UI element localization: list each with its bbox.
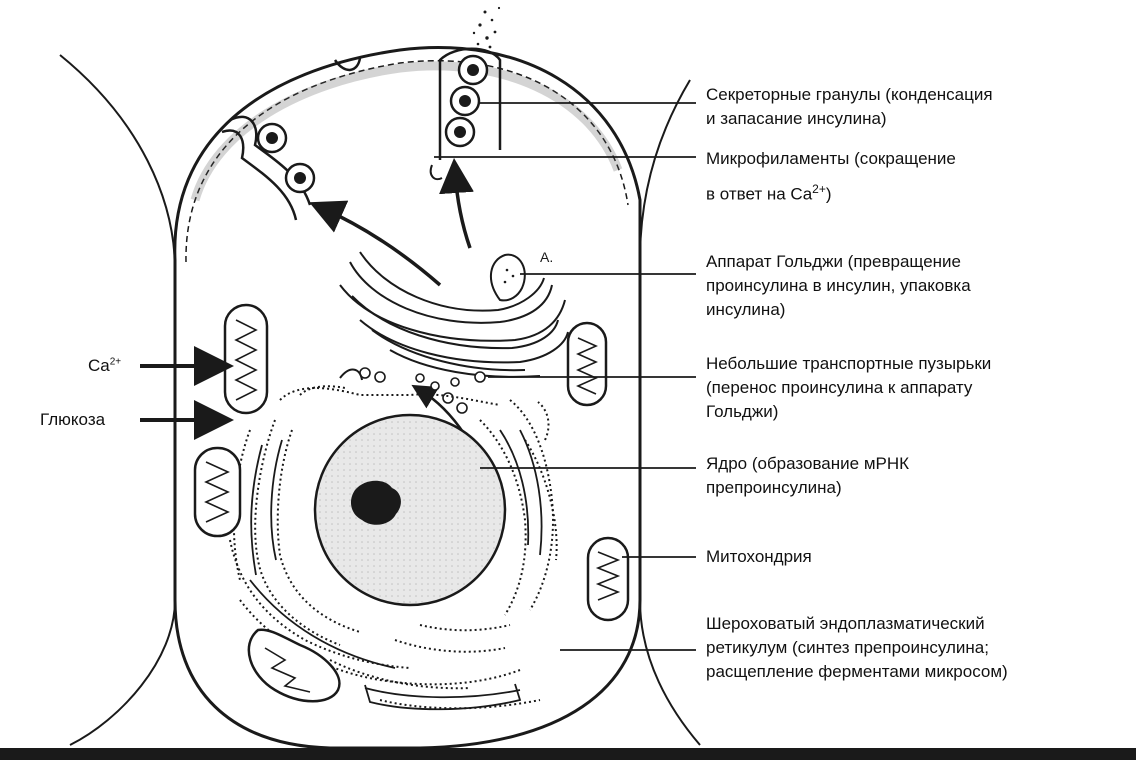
- golgi-label: Аппарат Гольджи (превращение проинсулина…: [706, 252, 971, 319]
- cell-membrane: [173, 46, 642, 750]
- nucleus-texture: [317, 417, 503, 603]
- bottom-border: [0, 748, 1136, 760]
- leader-lines: [434, 102, 696, 651]
- secretory-granules-left: [221, 115, 316, 221]
- golgi-apparatus: [339, 251, 569, 378]
- rough-er-label: Шероховатый эндоплазматический ретикулум…: [706, 614, 1008, 681]
- nucleolus: [350, 480, 401, 525]
- golgi-dots: [503, 268, 515, 284]
- transport-vesicles: [359, 367, 486, 414]
- neighbor-cell-right: [639, 79, 701, 746]
- microfilament-band: [190, 61, 623, 202]
- granule-transport-arrow-left: [309, 200, 442, 287]
- exocytosis-particles: [472, 6, 501, 49]
- nucleus-label: Ядро (образование мРНК препроинсулина): [706, 454, 910, 497]
- calcium-label: Ca2+: [88, 356, 122, 375]
- microfilaments-label: Микрофиламенты (сокращение в ответ на Ca…: [706, 149, 956, 204]
- cell-membrane-inner: [185, 59, 629, 263]
- granule-transport-arrow-right: [439, 158, 474, 249]
- transport-vesicles-label: Небольшие транспортные пузырьки (перенос…: [706, 354, 992, 421]
- secretory-granules-label: Секреторные гранулы (конденсация и запас…: [706, 85, 993, 128]
- membrane-notch: [333, 57, 362, 72]
- glucose-label: Глюкоза: [40, 410, 106, 429]
- rough-er-cisternae: [249, 429, 543, 711]
- mitochondria-label: Митохондрия: [706, 547, 812, 566]
- mitochondria: [193, 303, 630, 703]
- vesicle-membrane: [339, 368, 363, 381]
- secretory-granules-right: [429, 47, 502, 181]
- neighbor-cell-left: [59, 54, 176, 746]
- golgi-tag: A.: [540, 249, 553, 265]
